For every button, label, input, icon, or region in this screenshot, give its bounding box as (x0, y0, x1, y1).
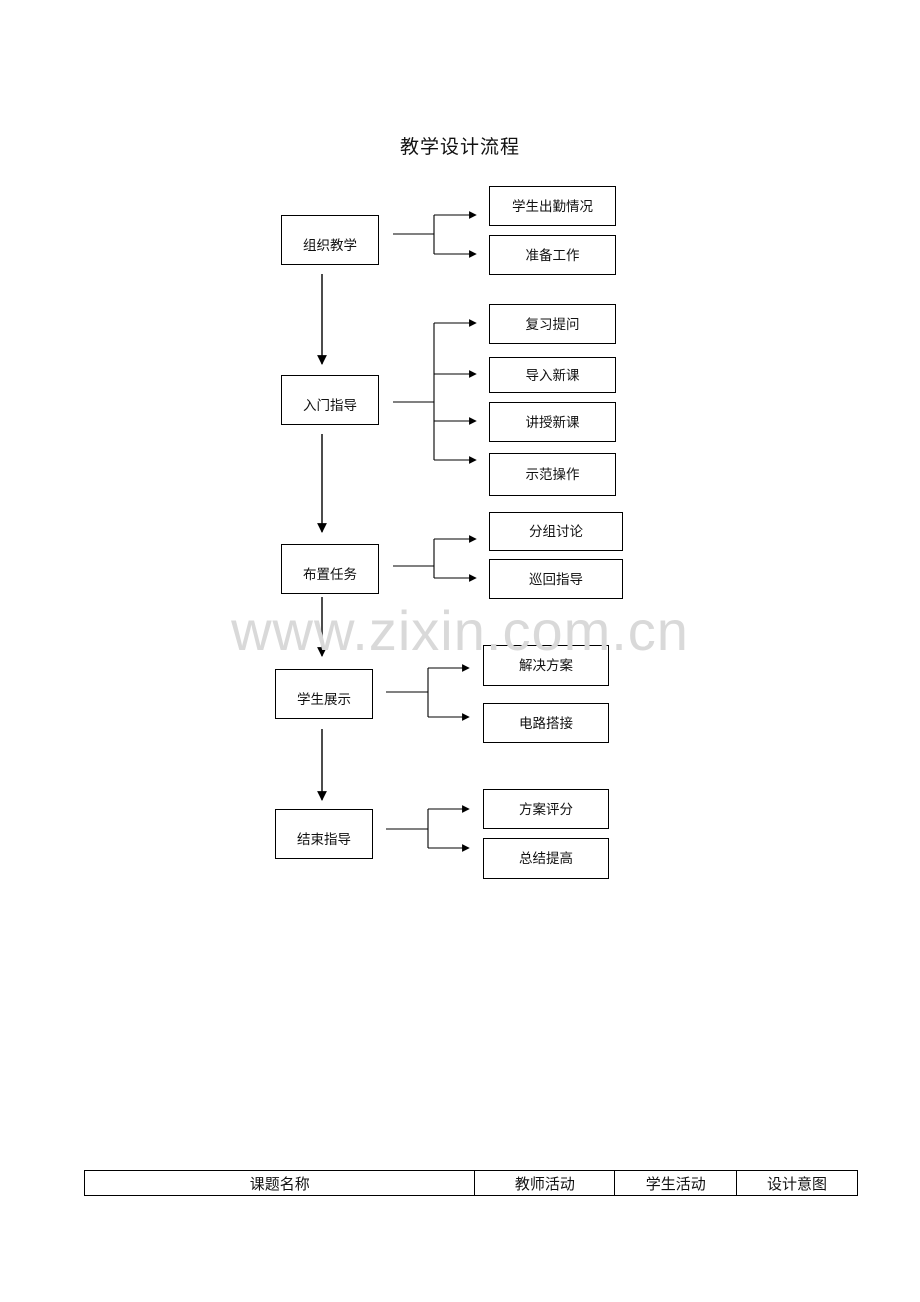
branch-step3 (393, 539, 435, 578)
substep-plan-scoring: 方案评分 (483, 789, 609, 829)
substep-circuit-assembly: 电路搭接 (483, 703, 609, 743)
branch-step5 (386, 809, 429, 848)
substep-preparation: 准备工作 (489, 235, 616, 275)
substep-review-questions: 复习提问 (489, 304, 616, 344)
lesson-table: 课题名称 教师活动 学生活动 设计意图 (83, 1170, 858, 1196)
header-student-activity: 学生活动 (614, 1170, 738, 1196)
branch-step2 (393, 323, 435, 460)
table-header-row: 课题名称 教师活动 学生活动 设计意图 (83, 1170, 858, 1196)
substep-group-discussion: 分组讨论 (489, 512, 623, 551)
branch-step4 (386, 668, 429, 717)
page-title: 教学设计流程 (399, 136, 520, 158)
header-lesson-name: 课题名称 (83, 1170, 476, 1196)
step-introductory-guidance: 入门指导 (281, 375, 379, 425)
substep-circulating-guidance: 巡回指导 (489, 559, 623, 599)
substep-summary: 总结提高 (483, 838, 609, 879)
substep-solution: 解决方案 (483, 645, 609, 686)
substep-demonstration: 示范操作 (489, 453, 616, 496)
watermark: www.zixin.com.cn (231, 599, 689, 662)
header-design-intent: 设计意图 (736, 1170, 858, 1196)
branch-step1 (393, 215, 435, 254)
step-organize-teaching: 组织教学 (281, 215, 379, 265)
step-assign-tasks: 布置任务 (281, 544, 379, 594)
substep-attendance: 学生出勤情况 (489, 186, 616, 226)
header-teacher-activity: 教师活动 (474, 1170, 616, 1196)
substep-teach-lesson: 讲授新课 (489, 402, 616, 442)
step-student-presentation: 学生展示 (275, 669, 373, 719)
substep-introduce-lesson: 导入新课 (489, 357, 616, 393)
step-closing-guidance: 结束指导 (275, 809, 373, 859)
